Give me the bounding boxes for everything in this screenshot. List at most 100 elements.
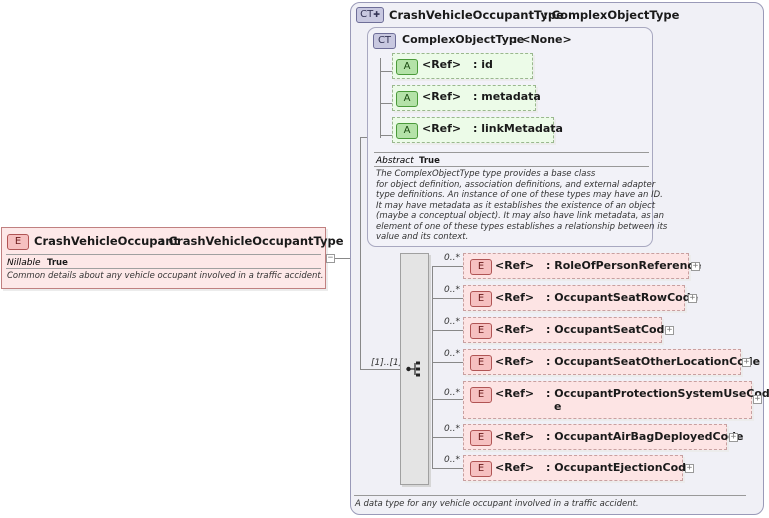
description-line: value and its context. [376, 232, 469, 242]
element-badge: E [470, 461, 492, 477]
element-ref: <Ref> [495, 291, 535, 304]
base-type-divider-1 [374, 152, 649, 153]
description-line: type definitions. An instance of one of … [376, 190, 663, 200]
element-badge: E [470, 259, 492, 275]
element-occupant-seat-other-location-code[interactable]: E <Ref> : OccupantSeatOtherLocationCode [463, 349, 760, 375]
sequence-icon [406, 361, 420, 377]
element-occupant-seat-row-code[interactable]: E <Ref> : OccupantSeatRowCode [463, 285, 698, 311]
element-connector [432, 437, 463, 438]
attribute-metadata[interactable]: A <Ref> : metadata [392, 85, 541, 111]
attribute-connector-spine [380, 58, 381, 138]
nillable-label: Nillable [7, 258, 41, 268]
element-occupant-seat-code[interactable]: E <Ref> : OccupantSeatCode [463, 317, 672, 343]
element-connector [432, 362, 463, 363]
element-multiplicity: 0..* [444, 424, 460, 434]
attribute-badge: A [396, 59, 418, 75]
element-role-of-person-reference[interactable]: E <Ref> : RoleOfPersonReference [463, 253, 701, 279]
element-ref: <Ref> [495, 323, 535, 336]
element-ref: <Ref> [495, 461, 535, 474]
attribute-id[interactable]: A <Ref> : id [392, 53, 533, 79]
element-ref: <Ref> [495, 259, 535, 272]
element-name: : OccupantEjectionCode [546, 461, 694, 474]
base-type-divider-2 [374, 166, 649, 167]
expand-icon[interactable]: + [685, 463, 694, 473]
nillable-value: True [47, 258, 68, 268]
element-name: : OccupantAirBagDeployedCode [546, 430, 744, 443]
attribute-linkmetadata[interactable]: A <Ref> : linkMetadata [392, 117, 563, 143]
element-ref: <Ref> [495, 430, 535, 443]
element-multiplicity: 0..* [444, 388, 460, 398]
description-line: for object definition, association defin… [376, 179, 656, 190]
abstract-value: True [419, 156, 440, 166]
description-line: The ComplexObjectType type provides a ba… [376, 169, 596, 179]
root-element-box[interactable]: E CrashVehicleOccupant : CrashVehicleOcc… [1, 227, 344, 289]
sequence-compositor[interactable] [400, 253, 429, 485]
root-element-name: CrashVehicleOccupant [34, 234, 179, 248]
expand-icon[interactable]: + [688, 293, 697, 303]
extension-plus-icon: ✚ [373, 10, 380, 19]
base-type-name: ComplexObjectType [402, 33, 525, 46]
element-occupant-ejection-code[interactable]: E <Ref> : OccupantEjectionCode [463, 455, 694, 481]
element-ref: <Ref> [495, 387, 535, 400]
base-type-description: The ComplexObjectType type provides a ba… [376, 169, 668, 243]
expand-icon[interactable]: + [729, 432, 738, 442]
sequence-multiplicity: [1]..[1] [371, 358, 403, 368]
element-badge: E [470, 291, 492, 307]
element-badge: E [470, 323, 492, 339]
element-multiplicity: 0..* [444, 349, 460, 359]
element-connector [432, 399, 463, 400]
element-name: : RoleOfPersonReference [546, 259, 702, 272]
element-badge: E [470, 387, 492, 403]
element-name: : OccupantSeatOtherLocationCode [546, 355, 761, 368]
element-connector [432, 330, 463, 331]
attribute-connector [380, 103, 392, 104]
attribute-name: : id [473, 58, 493, 71]
element-name: : OccupantSeatCode [546, 323, 672, 336]
element-connector [432, 266, 463, 267]
root-divider-2 [6, 268, 321, 269]
attribute-connector [380, 135, 392, 136]
root-element-type: : CrashVehicleOccupantType [160, 234, 344, 248]
element-multiplicity: 0..* [444, 317, 460, 327]
element-badge: E [470, 430, 492, 446]
sequence-link-line [360, 137, 361, 369]
element-connector [432, 298, 463, 299]
attribute-badge: A [396, 91, 418, 107]
element-badge: E [7, 234, 29, 250]
attribute-ref: <Ref> [422, 122, 462, 135]
collapse-icon: − [327, 253, 334, 263]
element-multiplicity: 0..* [444, 285, 460, 295]
abstract-label: Abstract [376, 156, 414, 166]
complex-type-badge: CT✚ [356, 7, 384, 23]
attribute-badge: A [396, 123, 418, 139]
expand-icon[interactable]: + [753, 394, 762, 404]
root-divider-1 [6, 254, 321, 255]
description-line: element of one of these types establishe… [376, 221, 668, 232]
element-occupant-protection-system-use-code[interactable]: E <Ref> : OccupantProtectionSystemUseCod… [463, 381, 769, 419]
expand-icon[interactable]: + [742, 357, 751, 367]
base-type-type: : <None> [513, 33, 572, 46]
attribute-ref: <Ref> [422, 90, 462, 103]
sequence-link-line [360, 369, 400, 370]
sequence-link-line [360, 137, 367, 138]
attribute-name: : linkMetadata [473, 122, 563, 135]
element-connector [432, 468, 463, 469]
base-type-badge: CT [373, 33, 396, 49]
root-connector [326, 258, 350, 259]
attribute-connector [380, 71, 392, 72]
expand-icon[interactable]: + [665, 325, 674, 335]
complex-type-divider [354, 495, 746, 496]
element-ref: <Ref> [495, 355, 535, 368]
element-multiplicity: 0..* [444, 455, 460, 465]
attribute-ref: <Ref> [422, 58, 462, 71]
root-collapse-box[interactable]: − [326, 254, 335, 263]
complex-type-badge-text: CT [360, 9, 374, 20]
sequence-branch-spine [432, 266, 433, 468]
element-occupant-air-bag-deployed-code[interactable]: E <Ref> : OccupantAirBagDeployedCode [463, 424, 744, 450]
expand-icon[interactable]: + [691, 261, 700, 271]
root-element-description: Common details about any vehicle occupan… [7, 271, 324, 281]
element-name: : OccupantSeatRowCode [546, 291, 699, 304]
description-line: (maybe a conceptual object). It may also… [376, 211, 665, 221]
description-line: It may have metadata as it establishes t… [376, 200, 656, 211]
complex-type-base: : ComplexObjectType [543, 8, 680, 22]
